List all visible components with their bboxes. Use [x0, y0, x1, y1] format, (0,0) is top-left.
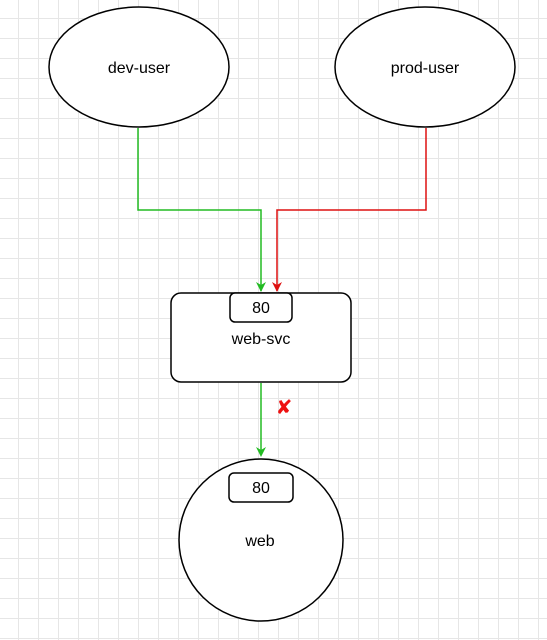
edge-prod-user-to-web-svc[interactable]	[276, 128, 427, 291]
node-web[interactable]: 80 web	[178, 458, 344, 622]
web-port-label: 80	[252, 480, 270, 497]
edge-dev-user-to-web-svc[interactable]	[137, 128, 262, 291]
node-dev-user[interactable]: dev-user	[48, 6, 230, 128]
node-prod-user-label: prod-user	[391, 60, 460, 77]
arrowhead-dev-user-to-web-svc	[256, 282, 266, 292]
node-web-svc[interactable]: 80 web-svc	[170, 292, 352, 383]
node-web-svc-label: web-svc	[231, 331, 291, 348]
web-svc-port-box[interactable]: 80	[229, 292, 293, 323]
web-port-box[interactable]: 80	[228, 472, 294, 503]
node-dev-user-label: dev-user	[108, 60, 171, 77]
arrowhead-web-svc-to-web	[256, 447, 266, 457]
web-svc-port-label: 80	[252, 300, 270, 317]
blocked-x-icon: ✘	[276, 395, 293, 419]
arrowhead-prod-user-to-web-svc	[272, 282, 282, 292]
node-prod-user[interactable]: prod-user	[334, 6, 516, 128]
node-web-label: web	[244, 533, 274, 550]
